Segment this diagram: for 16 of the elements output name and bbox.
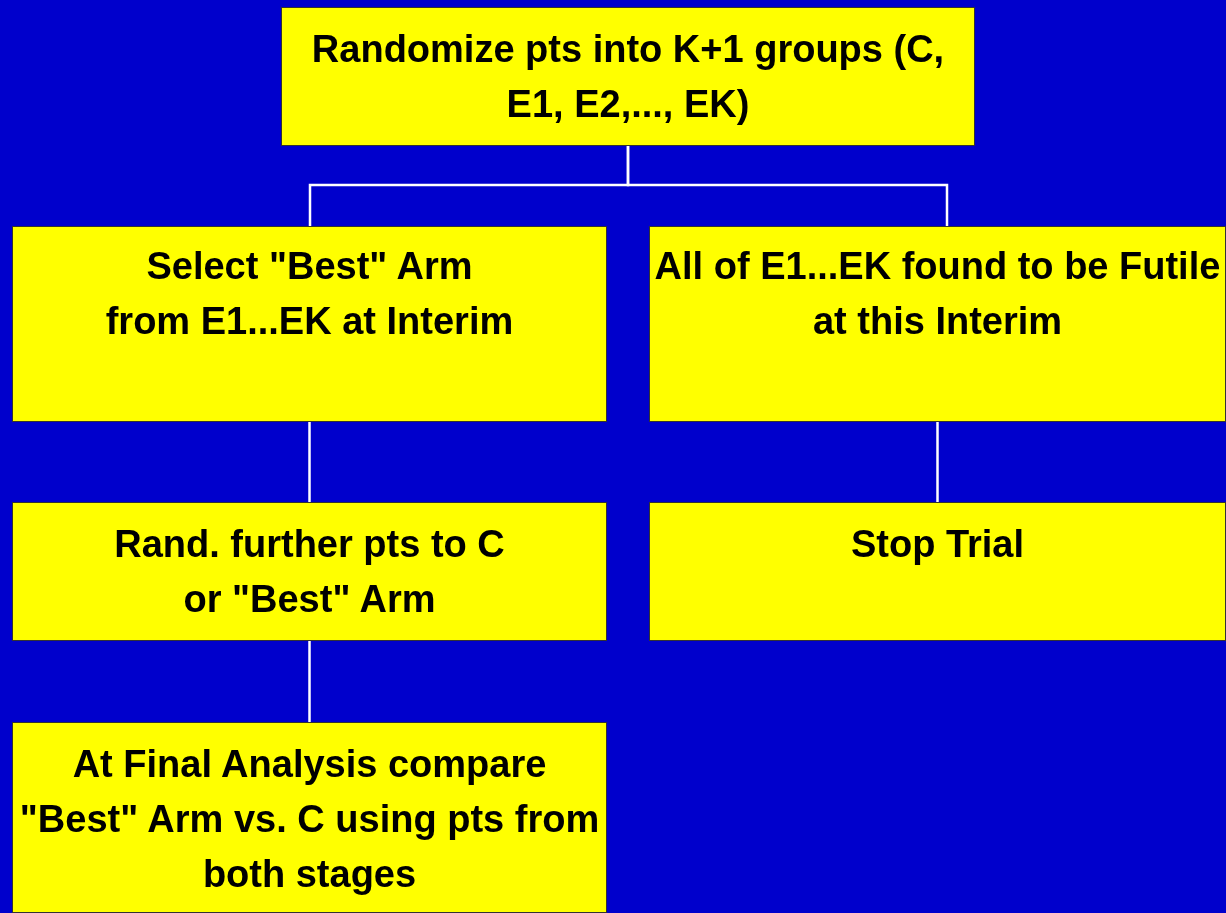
- process-box: [649, 226, 1226, 422]
- connector-line: [936, 422, 939, 502]
- box-text: Stop Trial: [850, 522, 1025, 567]
- process-box: [12, 226, 607, 422]
- box-text: All of E1...EK found to be Futile at this Interim: [653, 244, 1222, 344]
- process-box: [281, 7, 975, 146]
- connector-line: [626, 146, 949, 226]
- process-box: [649, 502, 1226, 641]
- box-text: Rand. further pts to C or "Best" Arm: [113, 522, 506, 622]
- box-text: At Final Analysis compare "Best" Arm vs. C using pts from both stages: [18, 742, 601, 897]
- connector-line: [308, 641, 311, 722]
- connector-line: [308, 422, 311, 502]
- process-box: [12, 722, 607, 913]
- box-text: Randomize pts into K+1 groups (C, E1, E2,..., EK): [310, 27, 946, 127]
- box-text: Select "Best" Arm from E1...EK at Interim: [104, 244, 515, 344]
- process-box: [12, 502, 607, 641]
